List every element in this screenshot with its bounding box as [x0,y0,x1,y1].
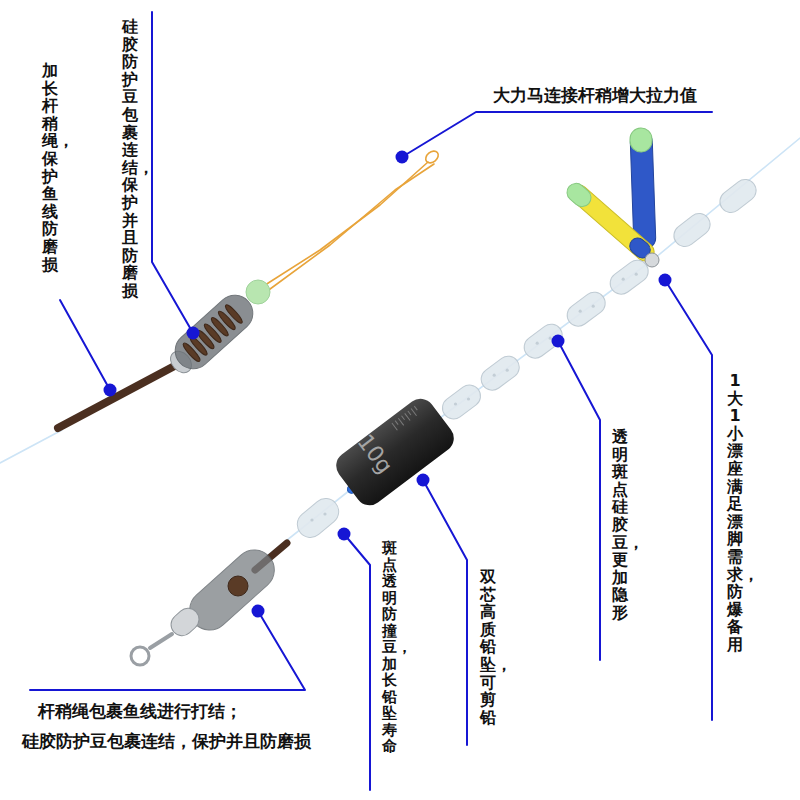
bead-speckle [536,342,539,345]
callout-text: 双芯高质铅坠，可剪铅 [480,568,496,726]
swivel [150,634,172,648]
scale-tick [392,423,397,430]
bead-speckle [323,512,326,515]
silicone-bead [563,288,610,331]
scale-tick [405,413,410,420]
bead-speckle [310,518,313,521]
sinker-shape [331,393,460,511]
scale-tick [414,406,417,410]
leader-line [665,280,712,720]
callout-text: 1大1小漂座满足漂脚需求，防爆备用 [727,372,743,654]
sinker-body [329,392,461,513]
silicone-bead [715,175,760,217]
scale-tick [402,416,405,420]
silicone-bead [477,352,524,395]
callout-text: 透明斑点硅胶豆，更加隐形 [612,428,628,622]
scale-tick [411,409,416,416]
callout-text: 硅胶防护豆包裹连结，保护并且防磨损 [122,18,138,300]
scale-tick [395,421,398,425]
braid-loop [423,149,440,166]
float-seat [645,253,659,267]
leader-dot [417,474,430,487]
scale-tick [408,411,411,415]
leader-line [558,341,600,660]
leader-dot [252,605,265,618]
cord-coil [224,303,245,325]
callout-text: 斑点透明防撞豆，加长铅坠寿命 [382,540,397,755]
callout-text: 加长杆稍绳，保护鱼线防磨损 [42,62,58,273]
bead-speckle [622,278,625,281]
leader-line [402,112,712,157]
silicone-bead [669,209,714,251]
float-tip [563,180,594,211]
leader-dot [659,274,672,287]
leader-dot [104,384,117,397]
braid-loop [266,164,434,292]
bead-speckle [506,369,509,372]
bead-speckle [467,397,470,400]
swivel-ring [131,647,149,665]
bead-speckle [549,337,552,340]
leader-dot [338,528,351,541]
silicone-bead [606,256,653,299]
cord-knot [228,576,248,596]
leader-line [30,611,305,690]
bead-speckle [579,310,582,313]
callout-text: 杆稍绳包裹鱼线进行打结； [38,700,242,723]
green-bead [246,280,270,304]
rod-tip-cord [58,362,182,428]
leader-dot [187,327,200,340]
scale-tick [398,418,403,425]
leader-line [152,12,193,333]
leader-line [344,534,370,790]
leader-dot [396,151,409,164]
leader-dot [552,335,565,348]
silicone-bead [520,320,567,363]
bumper-bead [292,493,344,542]
leader-line [423,480,467,745]
bead-speckle [592,305,595,308]
bead-speckle [493,374,496,377]
braid-loop [262,162,428,287]
float-tip [630,128,653,153]
bead-speckle [635,273,638,276]
fishing-line [655,138,800,258]
silicone-bead [438,381,485,424]
silicone-tube [168,288,260,376]
bead-speckle [454,402,457,405]
callout-text: 硅胶防护豆包裹连结，保护并且防磨损 [22,730,311,753]
fishing-line [0,430,62,463]
lead-sinker: 10g [329,392,461,513]
leader-line [60,300,110,390]
callout-text: 大力马连接杆稍增大拉力值 [493,84,697,107]
